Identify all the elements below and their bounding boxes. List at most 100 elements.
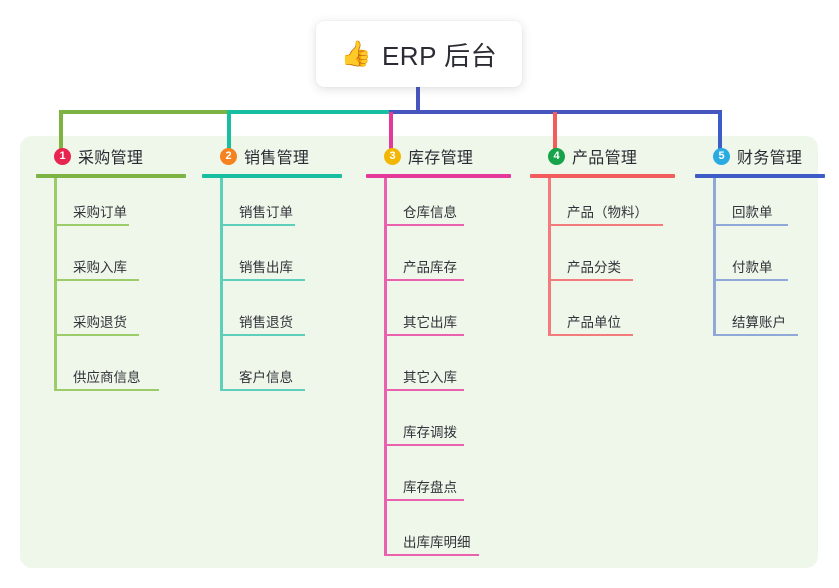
category-header-2[interactable]: 2 销售管理 bbox=[202, 144, 342, 168]
menu-item-rule bbox=[384, 334, 464, 336]
menu-item-rule bbox=[384, 224, 464, 226]
category-header-4[interactable]: 4 产品管理 bbox=[530, 144, 675, 168]
menu-item-rule bbox=[384, 389, 464, 391]
menu-item-rule bbox=[384, 499, 464, 501]
menu-item[interactable]: 其它入库 bbox=[366, 343, 511, 398]
category-header-rule bbox=[202, 174, 342, 178]
menu-item-label: 采购入库 bbox=[73, 260, 127, 275]
menu-item-label: 采购订单 bbox=[73, 205, 127, 220]
root-node-title: ERP 后台 bbox=[381, 40, 498, 71]
menu-item[interactable]: 回款单 bbox=[695, 178, 825, 233]
bus-segment-1 bbox=[59, 110, 229, 114]
menu-item-rule bbox=[713, 334, 798, 336]
category-title: 产品管理 bbox=[572, 150, 638, 167]
category-header-rule bbox=[695, 174, 825, 178]
category-title: 财务管理 bbox=[737, 150, 803, 167]
category-column-5: 5 财务管理回款单付款单结算账户 bbox=[695, 144, 825, 343]
menu-item-rule bbox=[713, 279, 788, 281]
menu-item-label: 出库库明细 bbox=[403, 535, 471, 550]
menu-item-rule bbox=[548, 224, 663, 226]
category-header-1[interactable]: 1 采购管理 bbox=[36, 144, 186, 168]
menu-item-label: 结算账户 bbox=[732, 315, 786, 330]
drop-connector-2 bbox=[227, 112, 231, 150]
category-items: 回款单付款单结算账户 bbox=[695, 178, 825, 343]
category-column-4: 4 产品管理产品（物料） 产品分类产品单位 bbox=[530, 144, 675, 343]
menu-item[interactable]: 产品分类 bbox=[530, 233, 675, 288]
category-spine bbox=[54, 178, 57, 391]
menu-item-rule bbox=[220, 334, 305, 336]
bus-segment-2 bbox=[227, 110, 391, 114]
menu-item[interactable]: 产品库存 bbox=[366, 233, 511, 288]
menu-item[interactable]: 仓库信息 bbox=[366, 178, 511, 233]
diagram-panel bbox=[20, 136, 818, 568]
menu-item-label: 采购退货 bbox=[73, 315, 127, 330]
menu-item[interactable]: 出库库明细 bbox=[366, 508, 511, 563]
category-spine bbox=[384, 178, 387, 556]
menu-item[interactable]: 库存调拨 bbox=[366, 398, 511, 453]
menu-item-rule bbox=[220, 389, 305, 391]
category-column-3: 3 库存管理仓库信息产品库存其它出库其它入库库存调拨库存盘点出库库明细 bbox=[366, 144, 511, 563]
menu-item-label: 销售出库 bbox=[239, 260, 293, 275]
menu-item[interactable]: 库存盘点 bbox=[366, 453, 511, 508]
category-number-badge: 3 bbox=[384, 147, 401, 165]
menu-item-rule bbox=[548, 279, 633, 281]
category-number-badge: 5 bbox=[713, 147, 730, 165]
menu-item-label: 销售订单 bbox=[239, 205, 293, 220]
menu-item-label: 产品单位 bbox=[567, 315, 621, 330]
menu-item[interactable]: 结算账户 bbox=[695, 288, 825, 343]
menu-item-label: 产品库存 bbox=[403, 260, 457, 275]
menu-item[interactable]: 采购入库 bbox=[36, 233, 186, 288]
category-number-badge: 1 bbox=[54, 147, 71, 165]
menu-item[interactable]: 付款单 bbox=[695, 233, 825, 288]
menu-item-label: 库存调拨 bbox=[403, 425, 457, 440]
menu-item-label: 仓库信息 bbox=[403, 205, 457, 220]
menu-item-label: 产品分类 bbox=[567, 260, 621, 275]
category-number-badge: 4 bbox=[548, 147, 565, 165]
category-items: 销售订单销售出库销售退货客户信息 bbox=[202, 178, 342, 398]
category-title: 库存管理 bbox=[408, 150, 474, 167]
category-column-1: 1 采购管理采购订单采购入库采购退货供应商信息 bbox=[36, 144, 186, 398]
category-column-2: 2 销售管理销售订单销售出库销售退货客户信息 bbox=[202, 144, 342, 398]
category-header-rule bbox=[530, 174, 675, 178]
category-items: 仓库信息产品库存其它出库其它入库库存调拨库存盘点出库库明细 bbox=[366, 178, 511, 563]
category-title: 采购管理 bbox=[78, 150, 144, 167]
menu-item[interactable]: 采购订单 bbox=[36, 178, 186, 233]
menu-item-rule bbox=[384, 279, 464, 281]
menu-item[interactable]: 供应商信息 bbox=[36, 343, 186, 398]
menu-item-rule bbox=[220, 279, 305, 281]
category-number-badge: 2 bbox=[220, 147, 237, 165]
drop-connector-3 bbox=[389, 112, 393, 150]
menu-item[interactable]: 产品单位 bbox=[530, 288, 675, 343]
category-spine bbox=[548, 178, 551, 336]
menu-item-rule bbox=[220, 224, 295, 226]
menu-item-rule bbox=[713, 224, 788, 226]
menu-item-label: 客户信息 bbox=[239, 370, 293, 385]
menu-item-rule bbox=[384, 444, 464, 446]
menu-item-label: 回款单 bbox=[732, 205, 773, 220]
thumbs-up-icon: 👍 bbox=[340, 39, 372, 68]
menu-item[interactable]: 客户信息 bbox=[202, 343, 342, 398]
root-stem-connector bbox=[416, 87, 420, 112]
category-title: 销售管理 bbox=[244, 150, 310, 167]
drop-connector-4 bbox=[553, 112, 557, 150]
menu-item[interactable]: 销售订单 bbox=[202, 178, 342, 233]
root-node-card[interactable]: 👍 ERP 后台 bbox=[316, 21, 522, 87]
menu-item-rule bbox=[54, 389, 159, 391]
category-header-rule bbox=[36, 174, 186, 178]
menu-item-rule bbox=[54, 334, 139, 336]
category-header-rule bbox=[366, 174, 511, 178]
menu-item[interactable]: 采购退货 bbox=[36, 288, 186, 343]
menu-item[interactable]: 其它出库 bbox=[366, 288, 511, 343]
menu-item[interactable]: 产品（物料） bbox=[530, 178, 675, 233]
category-header-5[interactable]: 5 财务管理 bbox=[695, 144, 825, 168]
category-spine bbox=[713, 178, 716, 336]
menu-item-label: 产品（物料） bbox=[567, 205, 648, 220]
menu-item-rule bbox=[54, 224, 129, 226]
menu-item-label: 供应商信息 bbox=[73, 370, 141, 385]
menu-item[interactable]: 销售退货 bbox=[202, 288, 342, 343]
menu-item-label: 其它入库 bbox=[403, 370, 457, 385]
menu-item[interactable]: 销售出库 bbox=[202, 233, 342, 288]
category-header-3[interactable]: 3 库存管理 bbox=[366, 144, 511, 168]
menu-item-rule bbox=[548, 334, 633, 336]
menu-item-label: 销售退货 bbox=[239, 315, 293, 330]
